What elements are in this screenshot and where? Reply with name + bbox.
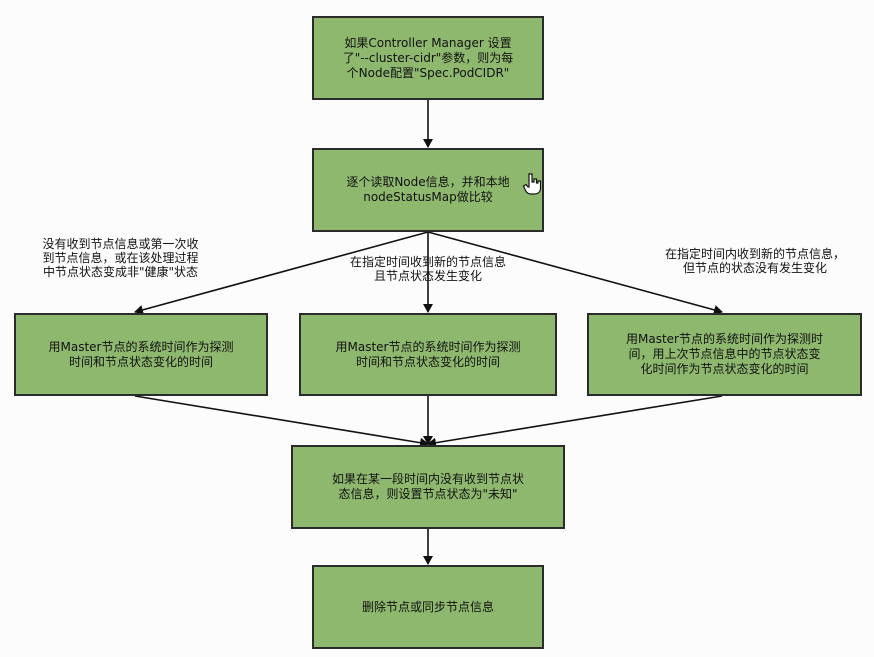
node-master-time-middle: 用Master节点的系统时间作为探测 时间和节点状态变化的时间 xyxy=(299,313,557,396)
arrow-n3-to-n6 xyxy=(134,395,429,448)
node-set-pod-cidr: 如果Controller Manager 设置 了"--cluster-cidr… xyxy=(312,16,544,100)
edge-label-left: 没有收到节点信息或第一次收 到节点信息，或在该处理过程 中节点状态变成非"健康"… xyxy=(42,237,199,279)
arrow-n2-to-n3 xyxy=(134,231,429,315)
node-set-unknown-status: 如果在某一段时间内没有收到节点状 态信息，则设置节点状态为"未知" xyxy=(291,445,565,529)
edge-label-middle: 在指定时间收到新的节点信息 且节点状态发生变化 xyxy=(349,255,506,283)
node-master-time-left: 用Master节点的系统时间作为探测 时间和节点状态变化的时间 xyxy=(14,313,268,396)
edge-label-right: 在指定时间内收到新的节点信息， 但节点的状态没有发生变化 xyxy=(664,247,845,275)
arrow-n2-to-n5 xyxy=(427,231,723,315)
node-master-time-right: 用Master节点的系统时间作为探测时 间，用上次节点信息中的节点状态变 化时间… xyxy=(587,313,862,396)
node-read-node-info: 逐个读取Node信息，并和本地 nodeStatusMap做比较 xyxy=(312,148,544,232)
hand-cursor-icon xyxy=(522,173,542,195)
node-delete-or-sync: 删除节点或同步节点信息 xyxy=(312,565,544,649)
arrow-n5-to-n6 xyxy=(427,395,723,448)
